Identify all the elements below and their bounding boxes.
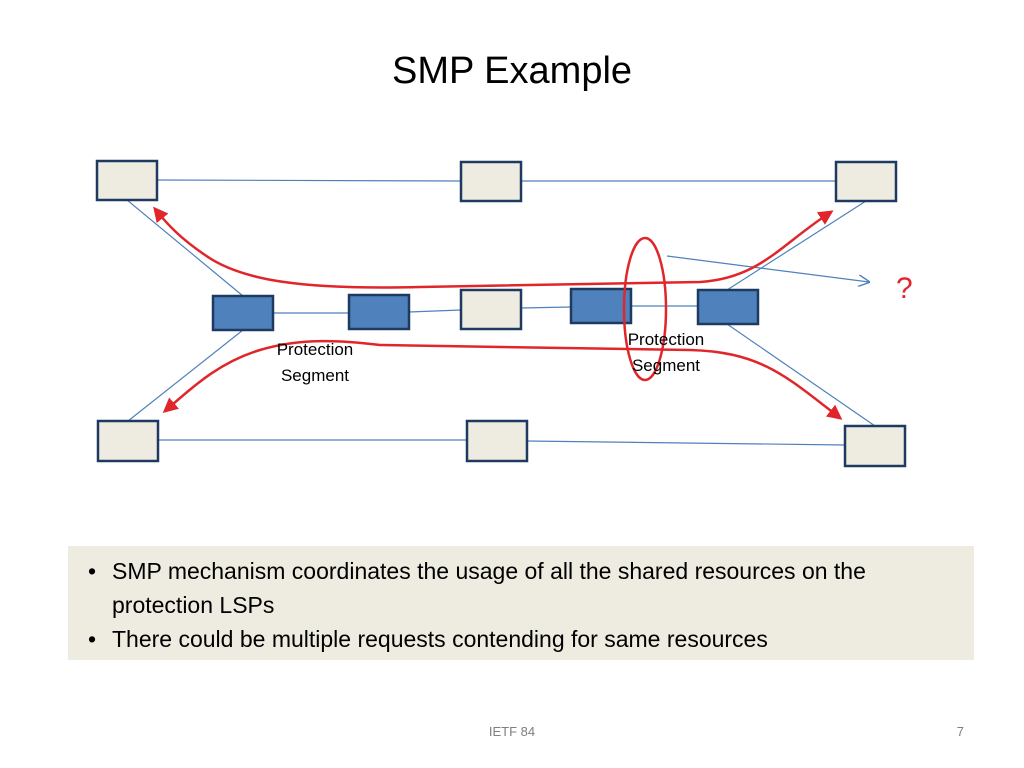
link xyxy=(726,200,867,291)
node-bottom-left xyxy=(96,419,160,463)
node-middle xyxy=(459,288,523,331)
pointer-arrow xyxy=(666,255,869,282)
link xyxy=(526,440,846,446)
link xyxy=(126,199,244,297)
question-mark: ? xyxy=(896,272,913,305)
nodes xyxy=(95,159,907,468)
node-shared-4 xyxy=(696,288,760,326)
bullet-box: SMP mechanism coordinates the usage of a… xyxy=(68,546,974,660)
link xyxy=(127,329,244,422)
link xyxy=(520,306,572,309)
bullet-item: There could be multiple requests contend… xyxy=(80,622,960,656)
protection-segment-label-left: Protection Segment xyxy=(276,340,354,385)
node-top-left xyxy=(95,159,159,202)
link xyxy=(726,323,876,427)
node-top-middle xyxy=(459,160,523,203)
protection-paths xyxy=(153,206,843,420)
node-top-right xyxy=(834,160,898,203)
node-bottom-right xyxy=(843,424,907,468)
node-shared-2 xyxy=(347,293,411,331)
lower-protection-path xyxy=(162,339,843,420)
node-shared-3 xyxy=(569,287,633,325)
footer-text: IETF 84 xyxy=(488,724,536,739)
link xyxy=(408,309,462,313)
links xyxy=(126,179,876,446)
node-shared-1 xyxy=(211,294,275,332)
slide-title: SMP Example xyxy=(391,50,633,92)
upper-protection-path xyxy=(153,206,834,289)
highlight-ellipse xyxy=(622,236,668,382)
protection-segment-label-right: Protection Segment xyxy=(627,330,705,375)
node-bottom-middle xyxy=(465,419,529,463)
link xyxy=(156,179,462,182)
page-number: 7 xyxy=(956,724,964,739)
bullet-item: SMP mechanism coordinates the usage of a… xyxy=(80,554,960,622)
